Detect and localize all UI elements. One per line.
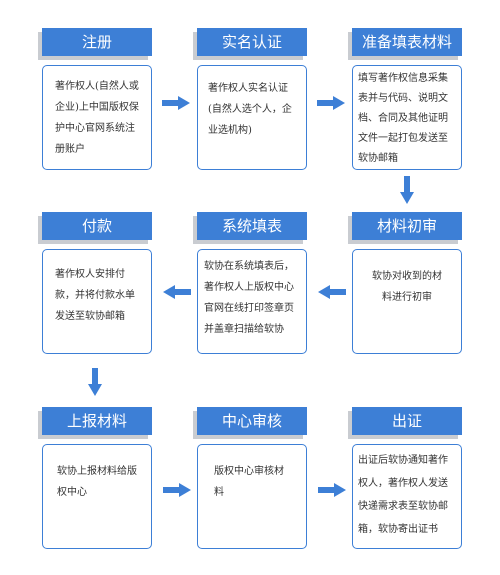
step-description: 软协在系统填表后，著作权人上版权中心官网在线打印签章页并盖章扫描给软协 xyxy=(197,249,307,354)
arrow-left-icon xyxy=(163,285,191,299)
step-description: 著作权人实名认证(自然人选个人，企业选机构) xyxy=(197,65,307,170)
step-description: 软协上报材料给版权中心 xyxy=(42,444,152,549)
step-title: 实名认证 xyxy=(197,28,307,56)
step-center-review: 中心审核 版权中心审核材料 xyxy=(197,407,307,549)
step-system-form: 系统填表 软协在系统填表后，著作权人上版权中心官网在线打印签章页并盖章扫描给软协 xyxy=(197,212,307,354)
step-title: 准备填表材料 xyxy=(352,28,462,56)
arrow-right-icon xyxy=(317,96,345,110)
step-title: 中心审核 xyxy=(197,407,307,435)
step-title: 上报材料 xyxy=(42,407,152,435)
step-description: 出证后软协通知著作权人，著作权人发送快递需求表至软协邮箱，软协寄出证书 xyxy=(352,444,462,549)
step-title: 注册 xyxy=(42,28,152,56)
step-payment: 付款 著作权人安排付款，并将付款水单发送至软协邮箱 xyxy=(42,212,152,354)
step-description: 填写著作权信息采集表并与代码、说明文档、合同及其他证明文件一起打包发送至软协邮箱 xyxy=(352,65,462,170)
arrow-right-icon xyxy=(163,483,191,497)
step-register: 注册 著作权人(自然人或企业)上中国版权保护中心官网系统注册账户 xyxy=(42,28,152,170)
step-title: 材料初审 xyxy=(352,212,462,240)
step-submit-materials: 上报材料 软协上报材料给版权中心 xyxy=(42,407,152,549)
step-initial-review: 材料初审 软协对收到的材料进行初审 xyxy=(352,212,462,354)
arrow-left-icon xyxy=(318,285,346,299)
arrow-right-icon xyxy=(318,483,346,497)
step-description: 软协对收到的材料进行初审 xyxy=(352,249,462,354)
step-title: 系统填表 xyxy=(197,212,307,240)
step-title: 付款 xyxy=(42,212,152,240)
step-description: 版权中心审核材料 xyxy=(197,444,307,549)
step-title: 出证 xyxy=(352,407,462,435)
step-description: 著作权人(自然人或企业)上中国版权保护中心官网系统注册账户 xyxy=(42,65,152,170)
step-prepare-materials: 准备填表材料 填写著作权信息采集表并与代码、说明文档、合同及其他证明文件一起打包… xyxy=(352,28,462,170)
step-description: 著作权人安排付款，并将付款水单发送至软协邮箱 xyxy=(42,249,152,354)
arrow-down-icon xyxy=(88,368,102,396)
arrow-right-icon xyxy=(162,96,190,110)
arrow-down-icon xyxy=(400,176,414,204)
step-issue-certificate: 出证 出证后软协通知著作权人，著作权人发送快递需求表至软协邮箱，软协寄出证书 xyxy=(352,407,462,549)
step-real-name-verification: 实名认证 著作权人实名认证(自然人选个人，企业选机构) xyxy=(197,28,307,170)
